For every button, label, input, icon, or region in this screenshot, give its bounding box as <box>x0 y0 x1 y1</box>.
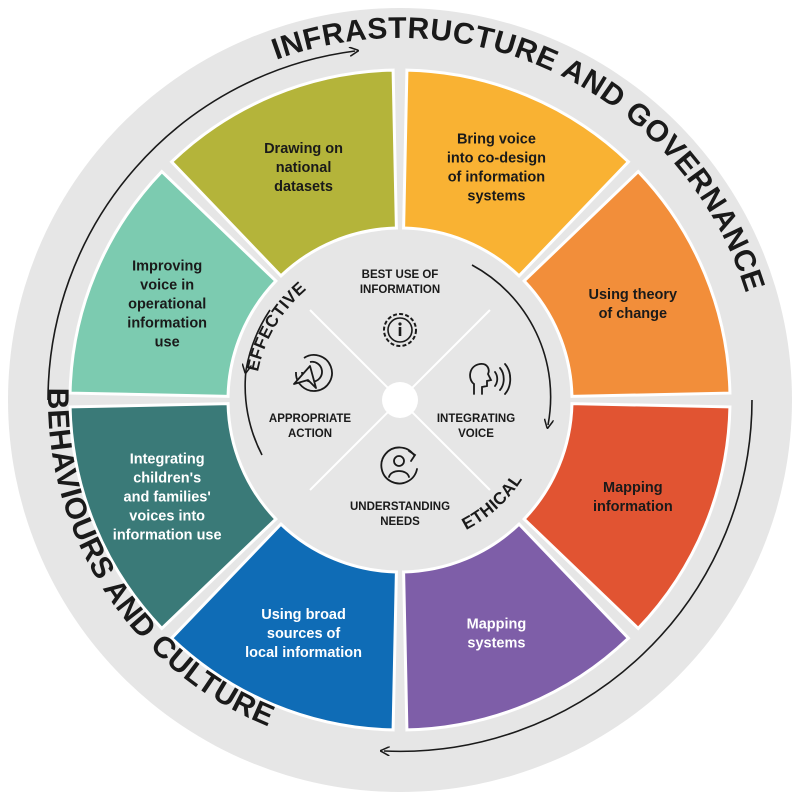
outer-arrow-top <box>47 51 355 401</box>
speaking-head-icon <box>469 363 512 395</box>
segment-wedge <box>169 522 398 732</box>
segment-wedge <box>402 522 631 732</box>
person-refresh-icon <box>380 446 418 485</box>
segment-wedge <box>169 68 398 278</box>
segment-wedge <box>402 68 631 278</box>
inner-arrow-left <box>246 309 271 370</box>
inner-hub <box>382 382 418 418</box>
inner-arrow-right <box>471 264 551 425</box>
segment-wedge <box>68 402 278 631</box>
outer-arrow-bottom <box>384 399 753 751</box>
segment-wedge <box>522 402 732 631</box>
cursor-target-icon <box>293 354 333 392</box>
inner-arrow-left-long <box>244 369 263 456</box>
segment-wedge <box>68 169 278 398</box>
info-gear-icon <box>383 313 417 347</box>
segment-wedge <box>522 169 732 398</box>
